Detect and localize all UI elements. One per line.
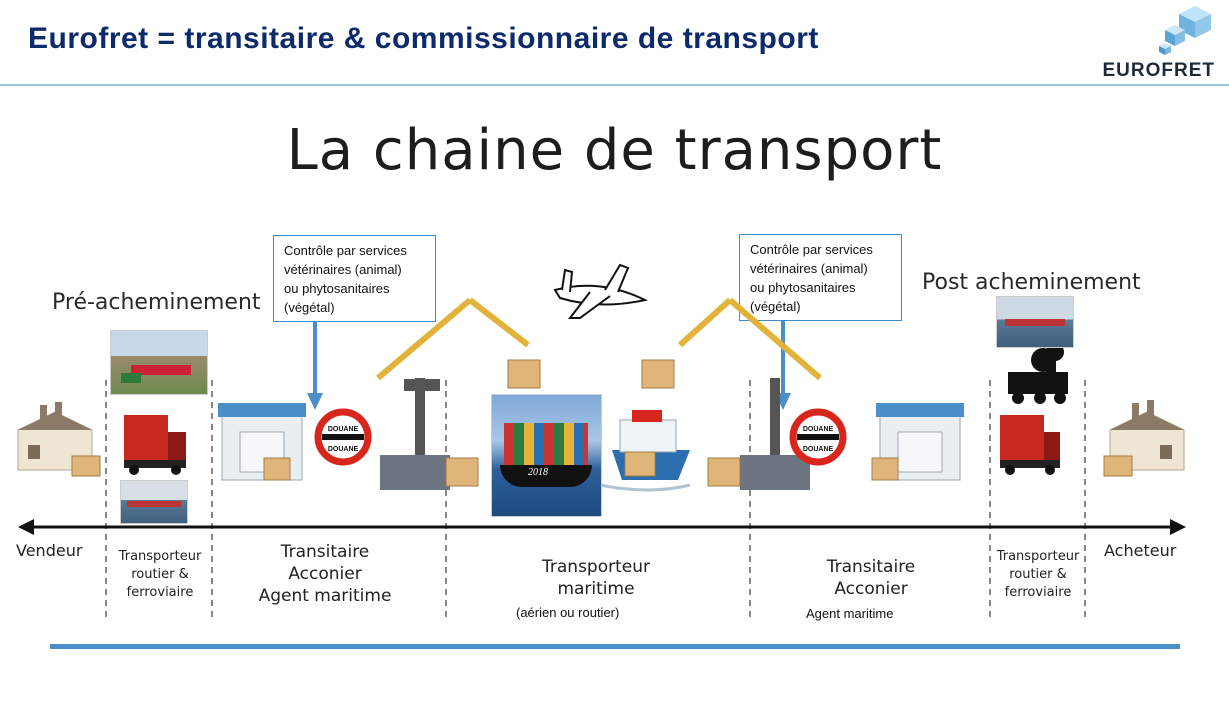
label-agent-right: Agent maritime: [806, 606, 894, 621]
douane-sign-left-icon: DOUANE DOUANE: [314, 408, 372, 466]
ship-year-label: 2018: [528, 467, 548, 478]
zone-line: Agent maritime: [258, 586, 392, 606]
zone-line: Acconier: [288, 564, 362, 584]
zone-line: Transporteur: [542, 557, 650, 577]
douane-text-right: DOUANE: [803, 426, 834, 433]
label-transporteur-right: Transporteur routier & ferroviaire: [986, 548, 1090, 602]
bottom-divider: [50, 644, 1180, 649]
wave-line: [599, 483, 691, 492]
callout-line: vétérinaires (animal): [284, 262, 402, 277]
phase-post-acheminement: Post acheminement: [922, 270, 1141, 295]
douane-sign-right-icon: DOUANE DOUANE: [789, 408, 847, 466]
container-ship-photo: 2018: [491, 394, 602, 517]
red-truck-left-icon: [124, 415, 186, 475]
callout-line: Contrôle par services: [284, 243, 407, 258]
zone-separators: [105, 380, 1086, 620]
crane-left-icon: [376, 297, 530, 460]
zone-line: maritime: [557, 579, 635, 599]
zone-line: routier &: [1009, 567, 1067, 582]
crane-base-right: [740, 455, 810, 490]
ship-hull: [500, 465, 592, 487]
label-vendeur: Vendeur: [16, 541, 83, 560]
label-transporteur-maritime: Transporteur maritime: [510, 556, 682, 600]
label-transitaire-left: Transitaire Acconier Agent maritime: [240, 541, 410, 607]
factory-acheteur-icon: [1103, 400, 1185, 477]
callout-line: (végétal): [750, 299, 801, 314]
logo-text: EUROFRET: [1102, 60, 1215, 81]
warehouse-left-icon: [218, 403, 306, 481]
crate-right-1-icon: [641, 359, 675, 389]
callout-controle-right: Contrôle par services vétérinaires (anim…: [739, 234, 902, 321]
crane-base-left: [380, 455, 450, 490]
airplane-icon: [553, 263, 649, 319]
train-wagons: [131, 365, 191, 375]
zone-line: Transitaire: [280, 542, 370, 562]
callout-arrow-left-icon: [307, 322, 323, 410]
douane-text-left-2: DOUANE: [328, 446, 359, 453]
steam-train-icon: [1008, 343, 1068, 404]
label-transporteur-left: Transporteur routier & ferroviaire: [108, 548, 212, 602]
red-truck-right-icon: [1000, 415, 1060, 475]
factory-vendeur-icon: [17, 402, 101, 477]
zone-line: Acconier: [834, 579, 908, 599]
barge-photo-left: [120, 480, 188, 524]
crate-left-2-icon: [445, 457, 479, 487]
label-maritime-note: (aérien ou routier): [516, 605, 620, 620]
page-title: Eurofret = transitaire & commissionnaire…: [28, 22, 819, 55]
callout-line: vétérinaires (animal): [750, 261, 868, 276]
containers-stack: [504, 423, 588, 467]
callout-line: Contrôle par services: [750, 242, 873, 257]
train-engine: [121, 373, 141, 383]
barge-hull: [127, 501, 181, 507]
barge-photo-right: [996, 296, 1074, 348]
zone-line: Transporteur: [996, 549, 1080, 564]
zone-line: Transporteur: [118, 549, 202, 564]
phase-pre-acheminement: Pré-acheminement: [52, 290, 261, 315]
cubes-logo-icon: [1159, 6, 1211, 55]
barge-hull-right: [1005, 319, 1065, 326]
callout-line: ou phytosanitaires: [284, 281, 390, 296]
label-acheteur: Acheteur: [1104, 541, 1177, 560]
douane-text-left: DOUANE: [328, 426, 359, 433]
header-divider: [0, 84, 1229, 86]
zone-line: ferroviaire: [1004, 585, 1072, 600]
eurofret-logo: EUROFRET: [1073, 4, 1215, 84]
cruise-ship-icon: [612, 410, 690, 480]
label-transitaire-right: Transitaire Acconier: [796, 556, 946, 600]
crane-right-icon: [677, 297, 822, 460]
train-photo: [110, 330, 208, 395]
callout-line: ou phytosanitaires: [750, 280, 856, 295]
diagram-title: La chaine de transport: [286, 118, 943, 183]
callout-line: (végétal): [284, 300, 335, 315]
callout-controle-left: Contrôle par services vétérinaires (anim…: [273, 235, 436, 322]
douane-text-right-2: DOUANE: [803, 446, 834, 453]
warehouse-right-icon: [871, 403, 964, 481]
zone-line: ferroviaire: [126, 585, 194, 600]
zone-line: Transitaire: [826, 557, 916, 577]
crate-left-1-icon: [507, 359, 541, 389]
timeline-arrow-icon: [18, 519, 1186, 535]
crate-right-2-icon: [707, 457, 741, 487]
zone-line: routier &: [131, 567, 189, 582]
